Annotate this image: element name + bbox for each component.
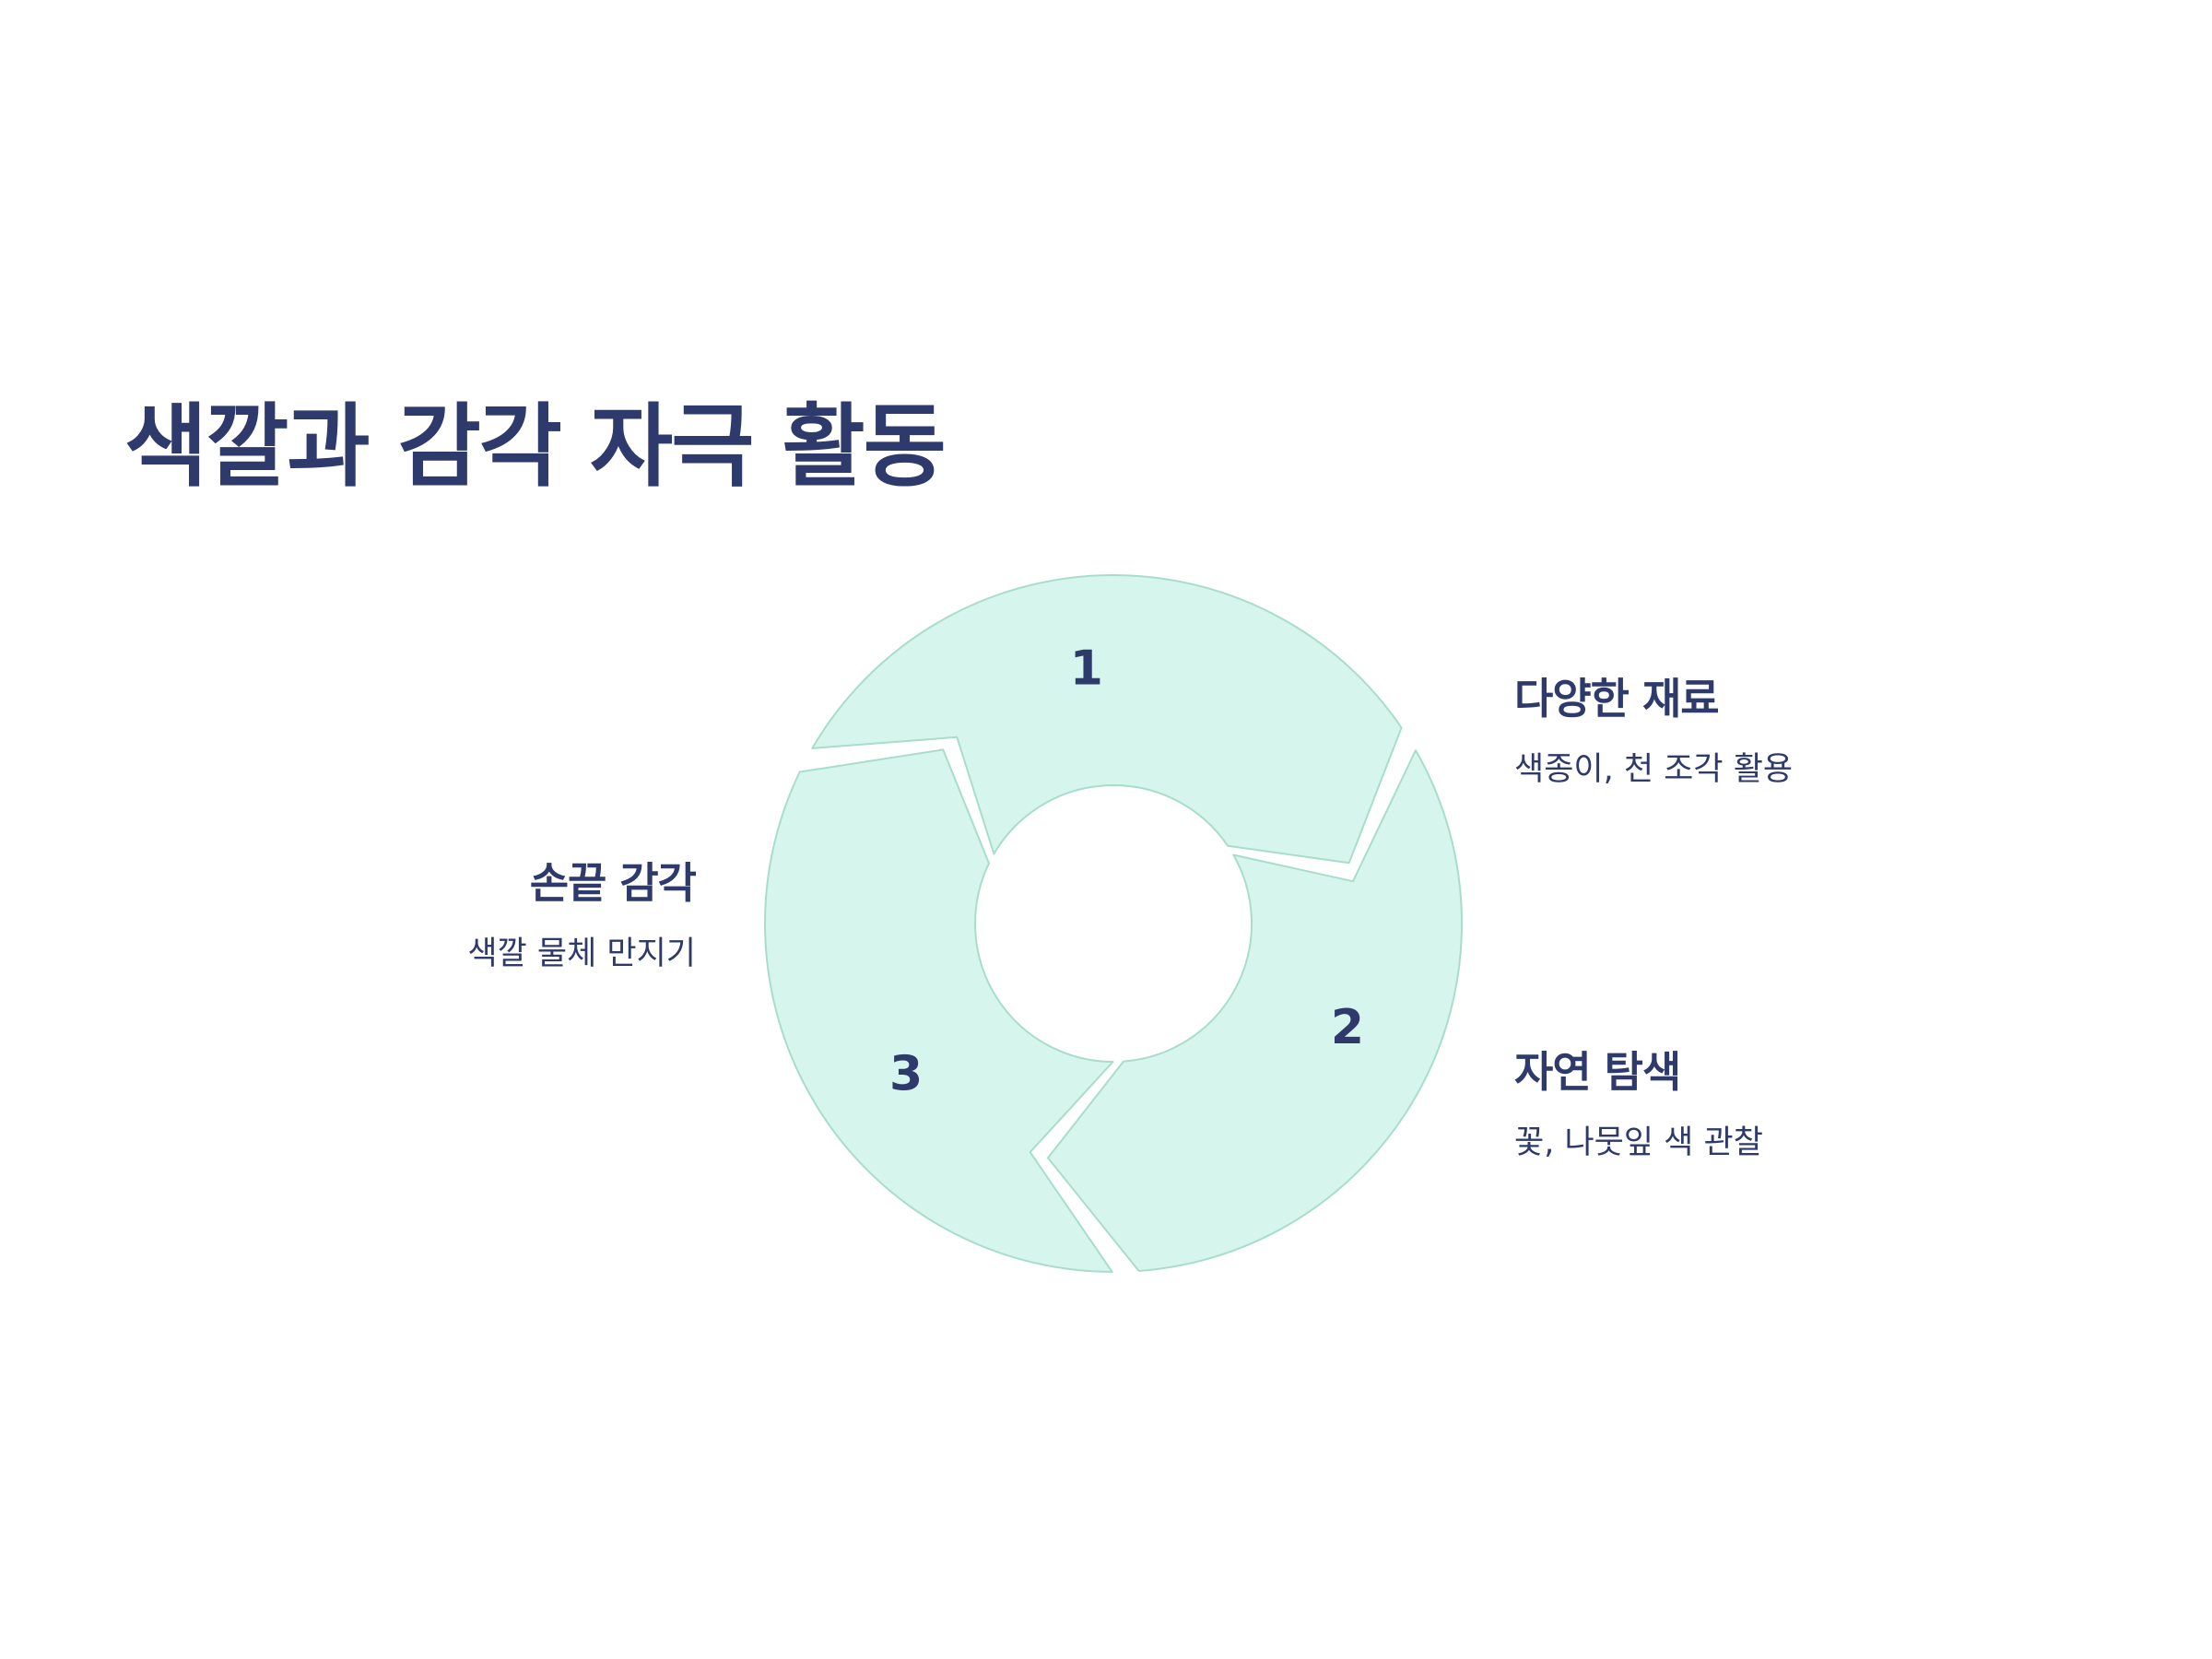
step-3-description: 꽃, 나뭇잎 색 관찰 xyxy=(1514,1124,1763,1161)
step-2-label: 다양한 재료 색종이, 천 조각 활용 xyxy=(1514,671,1793,791)
step-2-heading: 다양한 재료 xyxy=(1514,674,1720,724)
step-1-label: 손끝 감각 색깔 물체 만지기 xyxy=(467,855,697,975)
step-2-description: 색종이, 천 조각 활용 xyxy=(1514,751,1794,788)
page-title: 색깔과 감각 자극 활동 xyxy=(124,394,947,500)
step-1-number: 1 xyxy=(1070,641,1103,697)
step-1-heading: 손끝 감각 xyxy=(529,858,697,908)
step-3-heading: 자연 탐색 xyxy=(1514,1047,1681,1097)
step-3-number: 3 xyxy=(889,1046,923,1101)
cycle-segment-3 xyxy=(764,748,1114,1273)
cycle-segment-1 xyxy=(811,574,1403,865)
step-1-description: 색깔 물체 만지기 xyxy=(467,935,696,972)
step-3-label: 자연 탐색 꽃, 나뭇잎 색 관찰 xyxy=(1514,1044,1763,1164)
cycle-segment-2 xyxy=(1047,749,1463,1272)
step-2-number: 2 xyxy=(1331,1000,1364,1055)
